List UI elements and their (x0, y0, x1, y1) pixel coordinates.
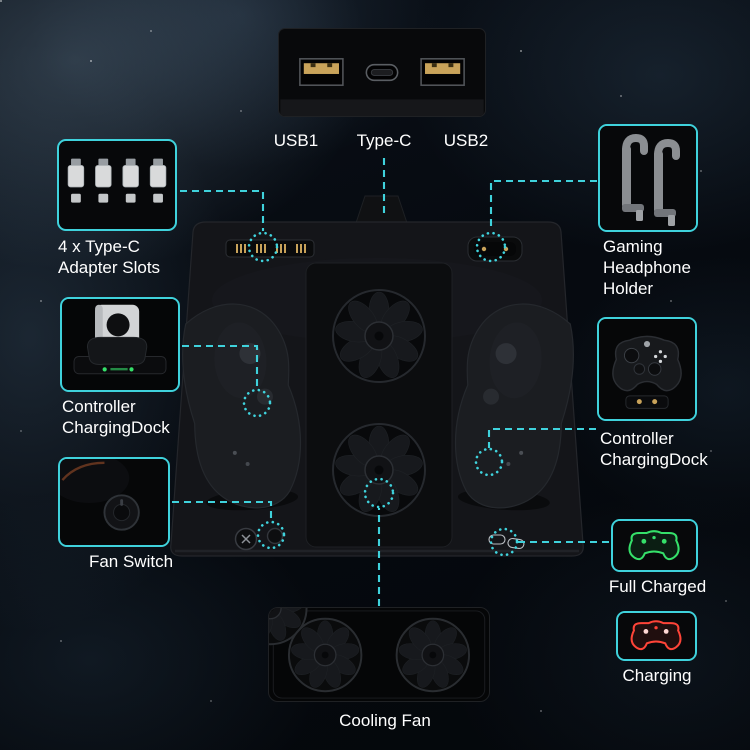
charging-callout (616, 611, 697, 661)
adapter-slots-label: 4 x Type-C Adapter Slots (58, 237, 161, 277)
controller-dock-left-label: Controller ChargingDock (62, 397, 170, 437)
controller-dock-left-photo (62, 299, 178, 390)
cooling-fan-label: Cooling Fan (339, 711, 431, 730)
controller-dock-right-photo (599, 319, 695, 419)
charging-label: Charging (622, 666, 692, 685)
type-c-port (365, 63, 399, 82)
usb2-port (420, 58, 465, 86)
controller-dock-right-label: Controller ChargingDock (600, 429, 708, 469)
adapter-slots-callout (57, 139, 177, 231)
headphone-holder-callout (598, 124, 698, 232)
usb-ports-photo (280, 58, 484, 116)
fan-switch-callout (58, 457, 170, 547)
controller-red-icon (619, 613, 694, 659)
full-charged-label: Full Charged (608, 577, 707, 596)
usb2-label: USB2 (443, 131, 489, 150)
usb1-port (299, 58, 344, 86)
headphone-holder-label: Gaming Headphone Holder (603, 237, 691, 298)
type-c-label: Type-C (356, 131, 412, 150)
usb-ports-panel (278, 28, 486, 117)
cooling-fan-panel (268, 607, 490, 702)
fan-switch-photo (60, 459, 168, 545)
usb1-label: USB1 (273, 131, 319, 150)
cooling-fan-photo (269, 608, 486, 699)
adapter-slots-photo (67, 158, 167, 204)
fan-switch-label: Fan Switch (88, 552, 174, 571)
controller-dock-right-callout (597, 317, 697, 421)
controller-dock-left-callout (60, 297, 180, 392)
headphone-holder-photo (600, 126, 696, 230)
full-charged-callout (611, 519, 698, 572)
controller-green-icon (614, 521, 695, 570)
stars (0, 0, 2, 2)
